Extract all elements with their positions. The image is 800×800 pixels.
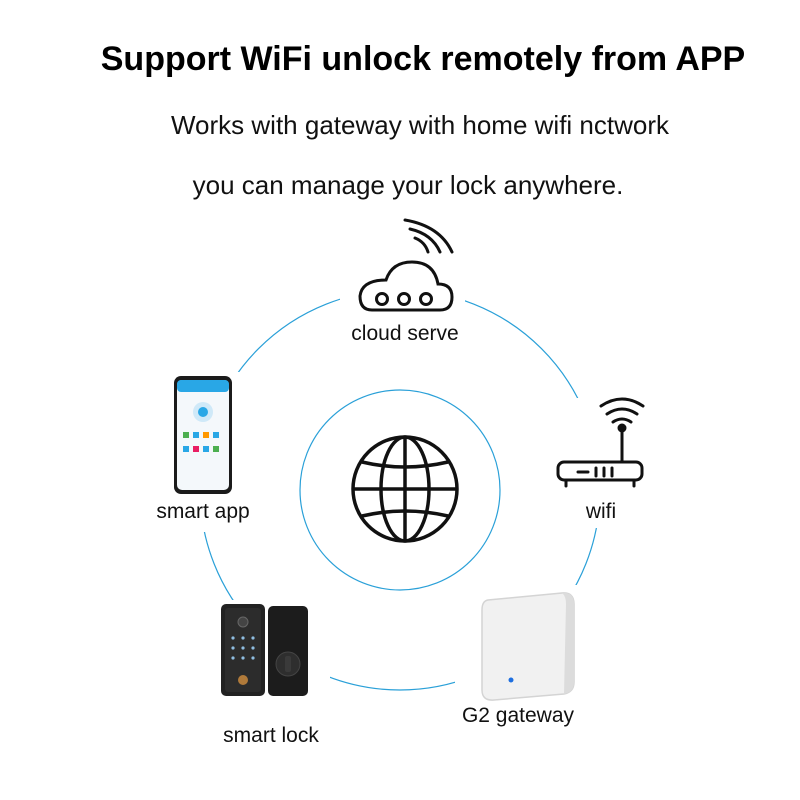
subtitle-line-1: Works with gateway with home wifi nctwor… [170, 110, 669, 140]
headline: Support WiFi unlock remotely from APP [100, 40, 746, 78]
smart-lock-label: smart lock [223, 724, 319, 747]
g2-gateway-label: G2 gateway [461, 704, 575, 727]
cloud-icon [358, 260, 454, 312]
inner-ring [299, 389, 501, 591]
gateway-device [481, 592, 575, 701]
wifi-label: wifi [585, 500, 617, 523]
globe-icon [351, 435, 459, 543]
subtitle-line-2: you can manage your lock anywhere. [192, 170, 624, 200]
router-icon [556, 397, 645, 488]
smart-lock-device [221, 604, 308, 696]
cloud-wifi-signal-icon [403, 218, 454, 254]
smart-app-label: smart app [156, 500, 250, 523]
smartphone-app [174, 376, 232, 494]
cloud-serve-label: cloud serve [351, 322, 459, 345]
